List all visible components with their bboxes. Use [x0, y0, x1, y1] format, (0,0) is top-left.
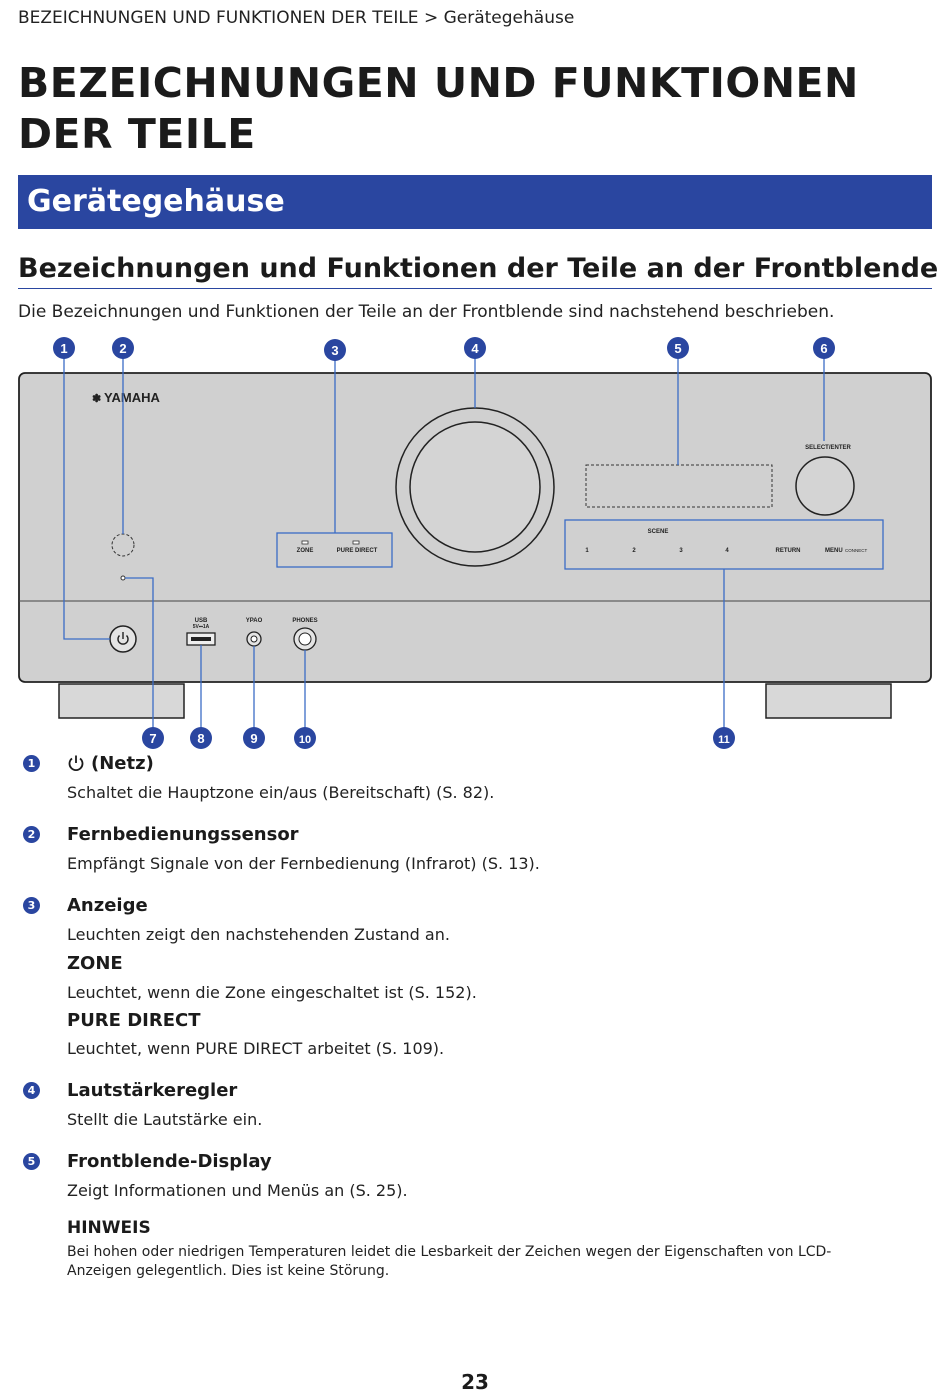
item-3-sub-zone-title: ZONE	[67, 953, 123, 974]
item-2-title: Fernbedienungssensor	[67, 824, 299, 845]
callout-4	[464, 337, 486, 359]
svg-text:7: 7	[149, 731, 156, 746]
front-display	[585, 464, 773, 508]
page-number: 23	[461, 1370, 489, 1394]
callout-5	[667, 337, 689, 359]
subsection-title: Bezeichnungen und Funktionen der Teile a…	[18, 253, 939, 284]
svg-text:6: 6	[820, 341, 827, 356]
item-5-title: Frontblende-Display	[67, 1151, 272, 1172]
svg-text:4: 4	[471, 341, 479, 356]
callout-8	[190, 727, 212, 749]
svg-text:10: 10	[299, 734, 311, 746]
standby-indicator	[120, 575, 126, 581]
return-label: RETURN	[776, 548, 801, 554]
section-header-bar: Gerätegehäuse	[18, 175, 932, 229]
power-icon	[68, 755, 84, 772]
item-5-badge: 5	[23, 1153, 40, 1170]
item-2-badge: 2	[23, 826, 40, 843]
callout-7	[142, 727, 164, 749]
pure-direct-label: PURE DIRECT	[337, 548, 378, 554]
brand-logo-mark: ✽	[92, 393, 101, 405]
breadcrumb[interactable]: BEZEICHNUNGEN UND FUNKTIONEN DER TEILE >…	[18, 8, 575, 28]
phones-label: PHONES	[292, 618, 317, 624]
item-1-badge: 1	[23, 755, 40, 772]
intro-text: Die Bezeichnungen und Funktionen der Tei…	[18, 302, 835, 322]
section-title: Gerätegehäuse	[27, 184, 285, 219]
svg-text:3: 3	[331, 343, 338, 358]
callout-3	[324, 339, 346, 361]
scene-4-label: 4	[725, 548, 729, 554]
scene-2-label: 2	[632, 548, 636, 554]
item-5-desc: Zeigt Informationen und Menüs an (S. 25)…	[67, 1181, 408, 1200]
item-4-title: Lautstärkeregler	[67, 1080, 238, 1101]
leader-lines	[63, 358, 825, 728]
callout-11	[713, 727, 735, 749]
select-enter-knob	[795, 456, 855, 516]
note-text: Bei hohen oder niedrigen Temperaturen le…	[67, 1244, 832, 1279]
svg-text:2: 2	[119, 341, 126, 356]
usb-rating-label: 5V⎓1A	[193, 624, 210, 630]
svg-text:8: 8	[197, 731, 204, 746]
note-title: HINWEIS	[67, 1218, 151, 1238]
scene-label: SCENE	[648, 529, 669, 535]
callout-6	[813, 337, 835, 359]
zone-label: ZONE	[297, 548, 314, 554]
callout-2	[112, 337, 134, 359]
power-icon	[117, 635, 129, 645]
callout-badges: 1 2 3 4 5 6 7 8 9 10 11	[53, 337, 835, 749]
callout-10	[294, 727, 316, 749]
right-foot	[765, 683, 892, 719]
item-3-sub-pure-direct-desc: Leuchtet, wenn PURE DIRECT arbeitet (S. …	[67, 1039, 445, 1058]
page-title: BEZEICHNUNGEN UND FUNKTIONEN DER TEILE	[18, 59, 859, 158]
item-4-badge: 4	[23, 1082, 40, 1099]
svg-text:1: 1	[60, 341, 67, 356]
callout-1	[53, 337, 75, 359]
item-1-desc: Schaltet die Hauptzone ein/aus (Bereitsc…	[67, 783, 495, 802]
item-3-badge: 3	[23, 897, 40, 914]
menu-label: MENU	[825, 548, 843, 554]
item-3-sub-zone-desc: Leuchtet, wenn die Zone eingeschaltet is…	[67, 983, 477, 1002]
scene-1-label: 1	[585, 548, 589, 554]
svg-text:9: 9	[250, 731, 257, 746]
item-2-desc: Empfängt Signale von der Fernbedienung (…	[67, 854, 540, 873]
item-3-title: Anzeige	[67, 895, 148, 916]
brand-logo: YAMAHA	[104, 390, 160, 405]
item-3-desc: Leuchten zeigt den nachstehenden Zustand…	[67, 925, 450, 944]
callout-9	[243, 727, 265, 749]
usb-label: USB	[195, 618, 208, 624]
item-4-desc: Stellt die Lautstärke ein.	[67, 1110, 263, 1129]
subsection-divider	[18, 288, 932, 289]
svg-text:11: 11	[718, 734, 730, 746]
volume-knob	[409, 421, 541, 553]
scene-3-label: 3	[679, 548, 683, 554]
connect-label: CONNECT	[845, 548, 868, 553]
left-foot	[58, 683, 185, 719]
ypao-label: YPAO	[246, 618, 263, 624]
item-3-sub-pure-direct-title: PURE DIRECT	[67, 1010, 201, 1031]
svg-text:5: 5	[674, 341, 681, 356]
front-panel-diagram: ✽ YAMAHA ZONE PURE DIRECT SELECT/ENTER S…	[18, 337, 932, 749]
select-enter-label: SELECT/ENTER	[805, 445, 851, 451]
item-1-title: (Netz)	[67, 753, 154, 774]
